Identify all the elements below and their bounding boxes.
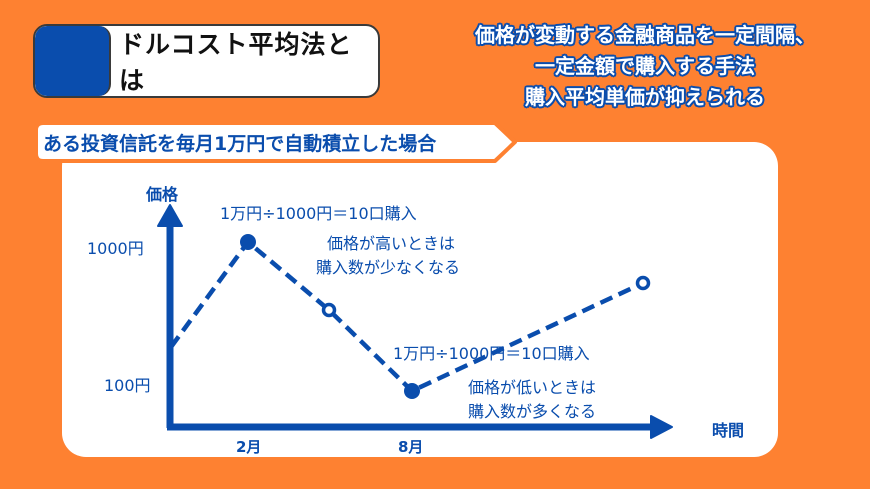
low-note-line-1: 価格が低いときは (468, 378, 597, 397)
low-calc-annotation: 1万円÷1000円＝10口購入 (393, 344, 590, 363)
chart-panel (62, 142, 778, 457)
description-line: 一定金額で購入する手法 (535, 54, 755, 78)
x-axis-arrow-icon (650, 415, 673, 439)
page-title: ドルコスト平均法とは (119, 30, 353, 95)
badge-text: ある投資信託を毎月1万円で自動積立した場合 (43, 132, 437, 155)
y-tick-high: 1000円 (87, 239, 144, 258)
y-axis-arrow-icon (157, 204, 183, 227)
x-tick-aug: 8月 (398, 438, 424, 456)
y-axis-label: 価格 (146, 185, 179, 204)
low-note-line-2: 購入数が多くなる (468, 402, 597, 421)
high-note-line-2: 購入数が少なくなる (316, 258, 461, 277)
point-aug-filled (404, 383, 420, 399)
price-line (169, 238, 644, 394)
description-line: 価格が変動する金融商品を一定間隔、 (475, 23, 815, 47)
title-accent-square (35, 26, 111, 96)
x-axis-label: 時間 (712, 421, 745, 440)
high-calc-annotation: 1万円÷1000円＝10口購入 (220, 204, 417, 223)
badge-arrow-shape (34, 121, 517, 163)
title-box: ドルコスト平均法とは (33, 24, 380, 98)
description-line: 購入平均単価が抑えられる (525, 85, 765, 109)
point-mid-open (321, 302, 337, 318)
x-tick-feb: 2月 (236, 438, 262, 456)
description: 価格が変動する金融商品を一定間隔、 一定金額で購入する手法 購入平均単価が抑えら… (425, 20, 865, 113)
point-feb-filled (240, 234, 256, 250)
point-end-open (635, 275, 651, 291)
high-note-line-1: 価格が高いときは (327, 234, 456, 253)
y-tick-low: 100円 (104, 376, 151, 395)
